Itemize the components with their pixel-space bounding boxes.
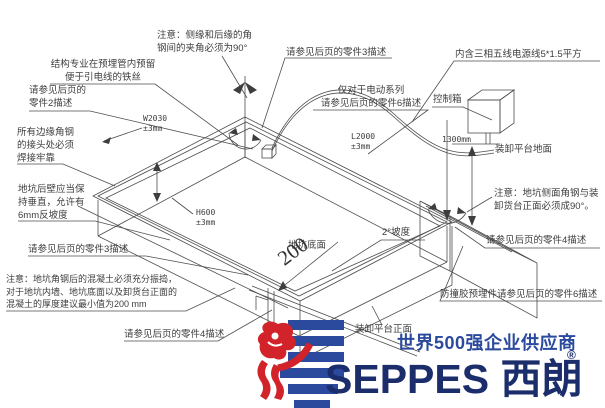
control-box-label: 控制箱 [433,94,462,105]
part3-left-note: 请参见后页的零件3描述 [28,244,129,255]
logo-brand-text: SEPPES 西朗 [325,356,583,402]
part3-top-note: 请参见后页的零件3描述 [286,47,387,58]
lion-mane-stripes [280,320,344,408]
dock-corner-block [419,200,538,319]
electric-series-note: 仅对于电动系列 请参见后页的零件6描述 [320,85,422,109]
dim-control-box-height: 1300mm [442,135,471,144]
dim-pit-width: W2030 ±3mm [143,114,168,133]
control-box [452,89,516,145]
dim-pit-length: L2000 ±3mm [351,132,376,151]
registered-trademark-icon: ® [567,348,576,362]
seppes-lion-icon [257,320,344,408]
side-angle-note: 注意：地坑侧面角钢与装 卸货台正面必须成90°。 [494,188,599,212]
platform-ground-label: 装卸平台地面 [495,144,553,155]
struct-wire-note: 结构专业在预埋管内预留 便于引电线的铁丝 [50,59,156,83]
rear-wall-note: 地坑后壁应当保 持垂直，允许有 6mm反坡度 [18,184,85,221]
lion-head [257,321,314,400]
leader-lines [6,55,602,342]
bumper-note: 防撞胶预埋件请参见后页的零件6描述 [440,289,598,300]
power-cable-note: 内含三相五线电源线5*1.5平方 [455,49,582,60]
logo-tagline: 世界500强企业供应商 [397,333,577,353]
part4-bottom-note: 请参见后页的零件4描述 [124,329,225,340]
angle-indicators [228,76,467,224]
pit-bottom-label: 地坑底面 [288,240,327,251]
arrowheads [102,82,476,291]
weld-note: 所有边缘角钢 的接头处必须 焊接牢靠 [17,127,75,164]
concrete-note: 注意：地坑角钢后的混凝土必须充分振捣， 对于地坑内墙、地坑底面以及卸货台正面的 … [6,274,178,309]
corner-angle-note: 注意：侧缘和后缘的角 钢间的夹角必须为90° [157,30,253,54]
part4-right-note: 请参见后页的零件4描述 [486,235,587,246]
dim-pit-depth: H600 ±3mm [196,208,216,227]
part2-note: 请参见后页的 零件2描述 [29,85,87,109]
slope-label: 2°坡度 [382,227,411,238]
platform-front-label: 装卸平台正面 [355,324,413,335]
